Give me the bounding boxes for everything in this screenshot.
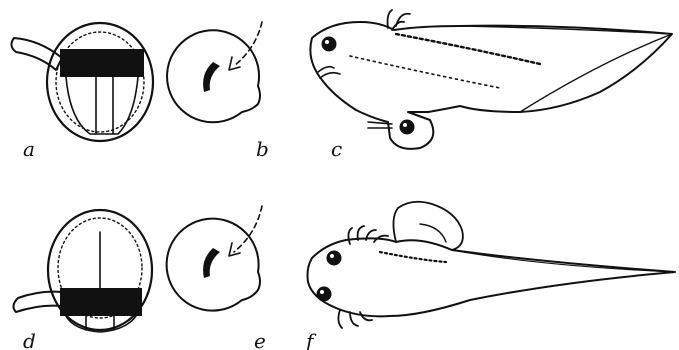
eye-f2 bbox=[317, 287, 332, 302]
label-a: a bbox=[23, 137, 35, 161]
panel-a-embryo bbox=[11, 23, 153, 141]
label-e: e bbox=[254, 329, 266, 350]
eye-c1 bbox=[322, 37, 337, 52]
panel-c-larva bbox=[310, 10, 672, 149]
eye-c2 bbox=[400, 120, 415, 135]
panel-d-embryo bbox=[13, 210, 152, 332]
label-f: f bbox=[304, 329, 317, 350]
eye-f1 bbox=[327, 251, 342, 266]
panel-b-embryo bbox=[167, 22, 262, 122]
panel-e-embryo bbox=[167, 206, 262, 311]
label-c: c bbox=[331, 137, 342, 161]
label-b: b bbox=[256, 137, 269, 161]
label-d: d bbox=[23, 329, 36, 350]
panel-f-larva bbox=[308, 202, 676, 328]
